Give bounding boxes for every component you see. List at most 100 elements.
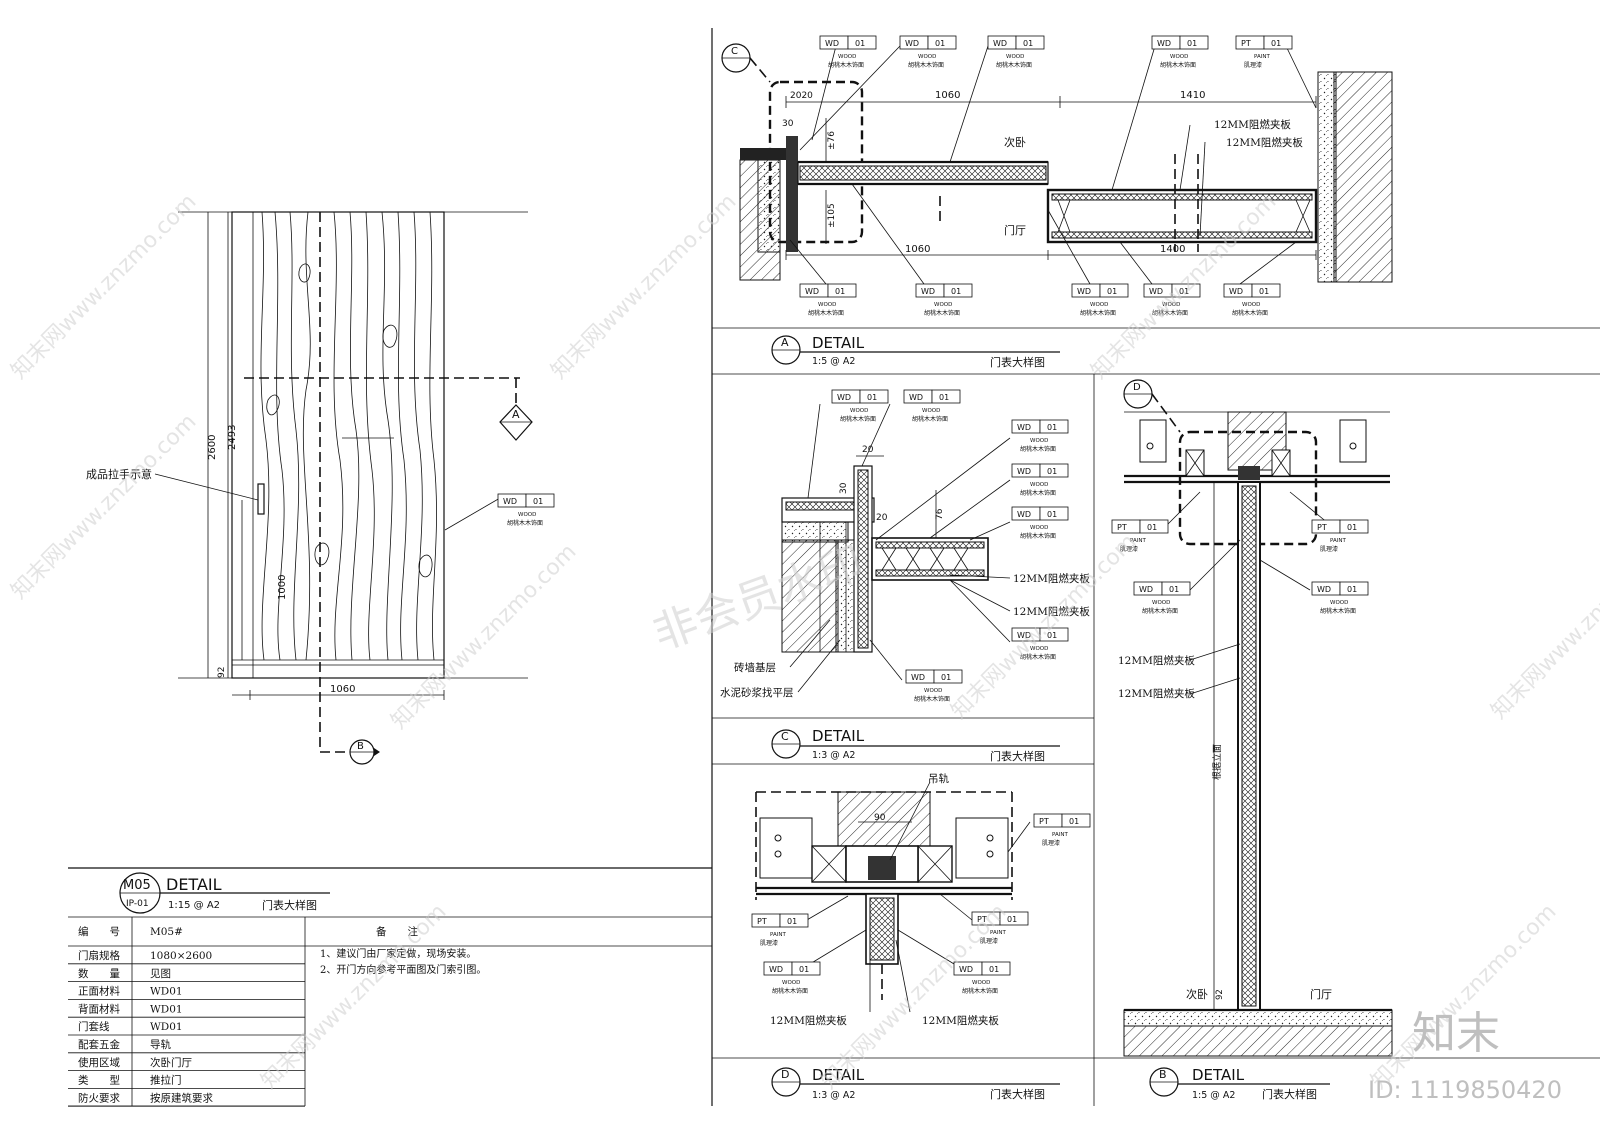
svg-text:IP-01: IP-01 (126, 899, 149, 909)
tag-desc: 胡桃木木饰面 (828, 61, 864, 69)
tag-desc: 胡桃木木饰面 (914, 695, 950, 703)
tag-material: WOOD (782, 980, 800, 986)
svg-text:门表大样图: 门表大样图 (262, 898, 317, 912)
tag-material: PAINT (1130, 538, 1146, 544)
detail-c-drawing: 20 30 20 76 12MM阻燃夹板 12MM阻燃夹板 砖墙基层 水泥砂浆找… (720, 403, 1090, 699)
svg-text:1:5 @ A2: 1:5 @ A2 (1192, 1090, 1235, 1101)
tag-code: WD (1229, 287, 1243, 296)
schedule-row-label: 防火要求 (78, 1091, 120, 1104)
tag-code: PT (977, 915, 987, 924)
tag-desc: 胡桃木木饰面 (1232, 309, 1268, 317)
tag-code: WD (921, 287, 935, 296)
svg-text:1060: 1060 (935, 90, 960, 101)
svg-text:C: C (781, 730, 789, 743)
tag-desc: 胡桃木木饰面 (1080, 309, 1116, 317)
door-elevation: 成品拉手示意 2600 2493 1000 92 1060 A B (86, 211, 555, 765)
tag-material: WOOD (1152, 600, 1170, 606)
elevation-tag-wd01: WD 01 WOOD 胡桃木木饰面 (444, 493, 555, 531)
tag-num: 01 (939, 393, 949, 402)
mortar-label: 水泥砂浆找平层 (720, 686, 794, 699)
schedule-row-value: 1080×2600 (150, 950, 212, 962)
svg-text:1:5 @ A2: 1:5 @ A2 (812, 356, 855, 367)
svg-text:A: A (512, 408, 520, 421)
panel-label-d1: 12MM阻燃夹板 (770, 1014, 847, 1027)
detail-d-title: D DETAIL 1:3 @ A2 门表大样图 (771, 1066, 1060, 1101)
section-mark-b: B (349, 739, 380, 765)
tag-code: WD (1077, 287, 1091, 296)
svg-text:1:3 @ A2: 1:3 @ A2 (812, 1090, 855, 1101)
tag-num: 01 (1169, 585, 1179, 594)
dim-2493: 2493 (227, 425, 238, 450)
tag-num: 01 (1107, 287, 1117, 296)
svg-text:知末网www.znzmo.com: 知末网www.znzmo.com (7, 189, 202, 384)
schedule-row: 配套五金 导轨 (78, 1038, 171, 1051)
note-2: 2、开门方向参考平面图及门索引图。 (320, 963, 486, 976)
schedule-row-value: 导轨 (150, 1038, 171, 1051)
dim-1060: 1060 (330, 684, 355, 695)
svg-text:C: C (731, 46, 738, 57)
svg-text:92: 92 (1215, 989, 1225, 1000)
tag-material: WOOD (924, 688, 942, 694)
rail-label: 吊轨 (928, 772, 949, 785)
svg-text:30: 30 (839, 482, 849, 494)
panel-label-c2: 12MM阻燃夹板 (1013, 605, 1090, 618)
wood-grain (260, 211, 437, 661)
tag-code: WD (825, 39, 839, 48)
tag-desc: 胡桃木木饰面 (1020, 532, 1056, 540)
tag-material: PAINT (1052, 832, 1068, 838)
schedule-row-label: 数 量 (78, 967, 120, 980)
detail-b-drawing: D 根据立面 92 次卧 门厅 12MM阻燃夹板 12MM阻燃夹板 (1118, 379, 1393, 1057)
tag-num: 01 (1047, 631, 1057, 640)
tag-code: WD (805, 287, 819, 296)
tag-desc: 胡桃木木饰面 (840, 415, 876, 423)
schedule-row-value: 见图 (150, 968, 171, 980)
tag-material: WOOD (838, 54, 856, 60)
tag-code: WD (1017, 631, 1031, 640)
tag-desc: 胡桃木木饰面 (962, 987, 998, 995)
schedule-row-label: 背面材料 (78, 1002, 120, 1015)
svg-text:01: 01 (533, 497, 543, 506)
tag-num: 01 (1047, 467, 1057, 476)
schedule-row-label: 配套五金 (78, 1038, 120, 1051)
schedule-row-value: WD01 (150, 1003, 183, 1015)
svg-text:备 注: 备 注 (376, 925, 418, 938)
tag-material: WOOD (1090, 302, 1108, 308)
detail-a-drawing: C 2020 30 1060 1410 ±76 (721, 43, 1393, 285)
tag-material: PAINT (1254, 54, 1270, 60)
tag-num: 01 (1347, 585, 1357, 594)
schedule-row-value: WD01 (150, 1021, 183, 1033)
svg-text:DETAIL: DETAIL (1192, 1066, 1245, 1084)
tag-num: 01 (1047, 423, 1057, 432)
brick-label: 砖墙基层 (734, 661, 776, 674)
detail-c-title: C DETAIL 1:3 @ A2 门表大样图 (771, 727, 1060, 763)
svg-text:30: 30 (782, 119, 794, 129)
tag-material: WOOD (1170, 54, 1188, 60)
schedule-row: 背面材料 WD01 (78, 1002, 183, 1015)
svg-text:20: 20 (862, 445, 874, 455)
tag-code: WD (905, 39, 919, 48)
tag-material: WOOD (1162, 302, 1180, 308)
svg-text:2020: 2020 (790, 91, 813, 101)
section-mark-a: A (499, 404, 533, 441)
dim-92: 92 (217, 667, 227, 678)
svg-text:门厅: 门厅 (1004, 223, 1026, 237)
